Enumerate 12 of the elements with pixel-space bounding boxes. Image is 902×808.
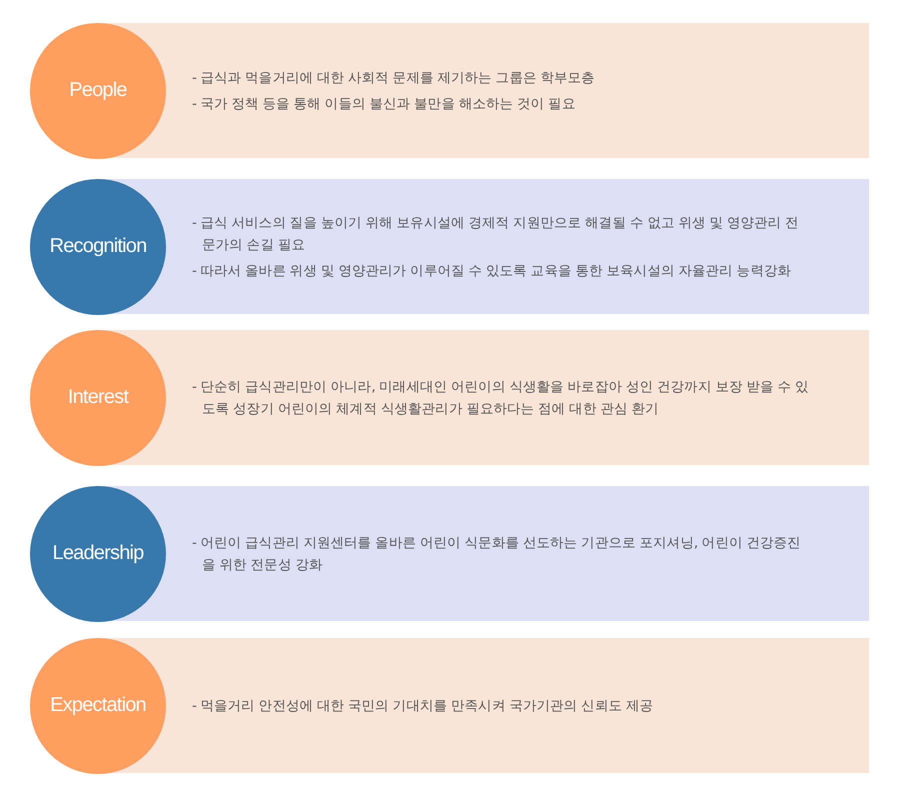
bullet-text: - 급식과 먹을거리에 대한 사회적 문제를 제기하는 그룹은 학부모층 <box>192 68 596 88</box>
bullet-text: - 단순히 급식관리만이 아니라, 미래세대인 어린이의 식생활을 바로잡아 성인 건강까지 보장 받을 수 있도록 성장기 어린이의 체계적 식생활관리가 필요하다는 점에 대한 관심 환기 <box>192 378 809 418</box>
bullet-text: - 급식 서비스의 질을 높이기 위해 보유시설에 경제적 지원만으로 해결될 수 없고 위생 및 영양관리 전문가의 손길 필요 <box>192 214 800 254</box>
bullet-text: - 따라서 올바른 위생 및 영양관리가 이루어질 수 있도록 교육을 통한 보육시설의 자율관리 능력강화 <box>192 262 792 280</box>
badge-label: People <box>69 79 127 102</box>
badge-label: Leadership <box>52 542 144 565</box>
badge-label: Recognition <box>50 235 146 258</box>
badge-label: Expectation <box>50 694 146 717</box>
bullet-text: - 먹을거리 안전성에 대한 국민의 기대치를 만족시켜 국가기관의 신뢰도 제공 <box>192 696 654 716</box>
bullet-text: - 어린이 급식관리 지원센터를 올바른 어린이 식문화를 선도하는 기관으로 포지셔닝, 어린이 건강증진을 위한 전문성 강화 <box>192 534 802 574</box>
bullet-text: - 국가 정책 등을 통해 이들의 불신과 불만을 해소하는 것이 필요 <box>192 94 576 114</box>
badge-label: Interest <box>68 386 128 409</box>
